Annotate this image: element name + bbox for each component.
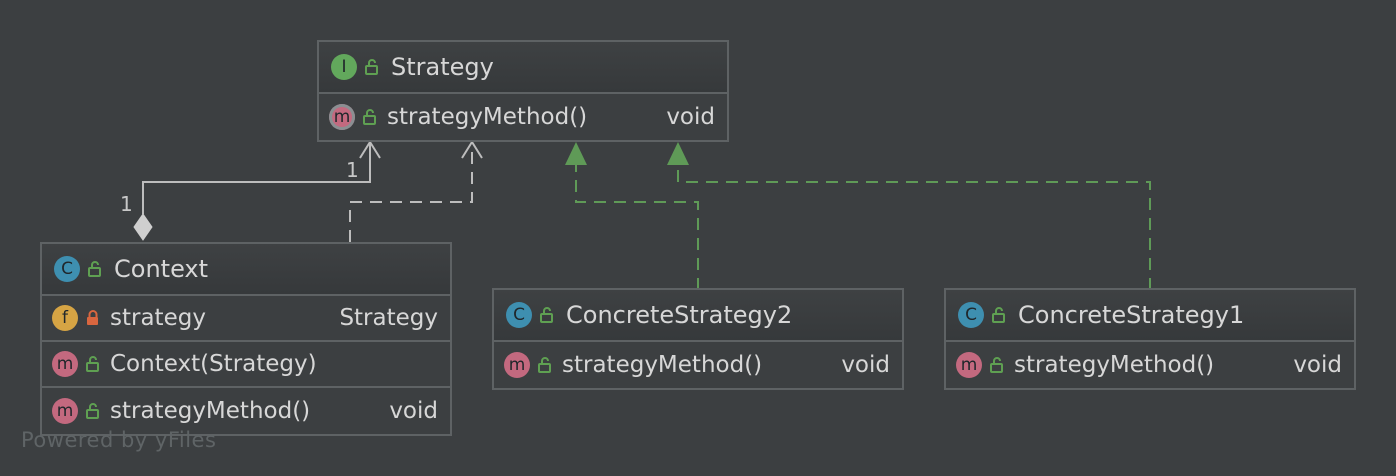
method-icon: m	[52, 398, 78, 424]
public-unlock-icon	[538, 357, 551, 373]
method-icon: m	[504, 352, 530, 378]
concrete-strategy1-header: C ConcreteStrategy1	[946, 290, 1354, 342]
method-name: strategyMethod()	[387, 104, 588, 130]
class-icon: C	[506, 302, 532, 328]
concrete-strategy2-header: C ConcreteStrategy2	[494, 290, 902, 342]
public-unlock-icon	[88, 261, 101, 277]
context-method-row[interactable]: m strategyMethod() void	[42, 388, 450, 434]
context-field-row[interactable]: f strategy Strategy	[42, 296, 450, 342]
public-unlock-icon	[86, 403, 99, 419]
context-header: C Context	[42, 244, 450, 296]
method-icon: m	[52, 351, 78, 377]
context-class-box[interactable]: C Context f strategy Strategy m Context(…	[40, 242, 452, 436]
dependency-line	[349, 142, 473, 242]
public-unlock-icon	[540, 307, 553, 323]
realization-line-concrete1	[677, 164, 1151, 290]
public-unlock-icon	[86, 356, 99, 372]
abstract-method-icon: m	[329, 104, 355, 130]
private-lock-icon	[87, 310, 98, 325]
class-icon: C	[54, 256, 80, 282]
concrete-strategy1-method-row[interactable]: m strategyMethod() void	[946, 342, 1354, 388]
concrete-strategy1-title: ConcreteStrategy1	[1018, 301, 1245, 329]
context-title: Context	[114, 255, 209, 283]
method-type: void	[1293, 352, 1342, 378]
dependency-arrowhead	[461, 140, 483, 159]
method-name: strategyMethod()	[1014, 352, 1215, 378]
concrete-strategy2-title: ConcreteStrategy2	[566, 301, 793, 329]
field-name: strategy	[110, 305, 206, 331]
public-unlock-icon	[990, 357, 1003, 373]
strategy-method-row[interactable]: m strategyMethod() void	[319, 94, 727, 140]
method-type: void	[841, 352, 890, 378]
method-type: void	[389, 398, 438, 424]
watermark: Powered by yFiles	[21, 428, 217, 452]
realization-arrowhead-concrete2	[565, 142, 587, 165]
method-name: strategyMethod()	[562, 352, 763, 378]
concrete-strategy2-box[interactable]: C ConcreteStrategy2 m strategyMethod() v…	[492, 288, 904, 390]
aggregation-arrowhead	[359, 140, 381, 159]
field-type: Strategy	[339, 305, 438, 331]
multiplicity-target: 1	[346, 158, 359, 182]
method-name: strategyMethod()	[110, 398, 311, 424]
realization-line-concrete2	[575, 164, 699, 290]
method-icon: m	[956, 352, 982, 378]
constructor-name: Context(Strategy)	[110, 351, 317, 377]
public-unlock-icon	[365, 59, 378, 75]
concrete-strategy2-method-row[interactable]: m strategyMethod() void	[494, 342, 902, 388]
interface-icon: I	[331, 54, 357, 80]
class-icon: C	[958, 302, 984, 328]
aggregation-diamond	[133, 213, 153, 241]
context-constructor-row[interactable]: m Context(Strategy)	[42, 342, 450, 388]
field-icon: f	[52, 305, 78, 331]
multiplicity-source: 1	[120, 192, 133, 216]
aggregation-line	[142, 142, 371, 214]
concrete-strategy1-box[interactable]: C ConcreteStrategy1 m strategyMethod() v…	[944, 288, 1356, 390]
strategy-interface-box[interactable]: I Strategy m strategyMethod() void	[317, 40, 729, 142]
strategy-header: I Strategy	[319, 42, 727, 94]
public-unlock-icon	[992, 307, 1005, 323]
strategy-title: Strategy	[391, 53, 494, 81]
method-type: void	[666, 104, 715, 130]
realization-arrowhead-concrete1	[667, 142, 689, 165]
public-unlock-icon	[363, 109, 376, 125]
